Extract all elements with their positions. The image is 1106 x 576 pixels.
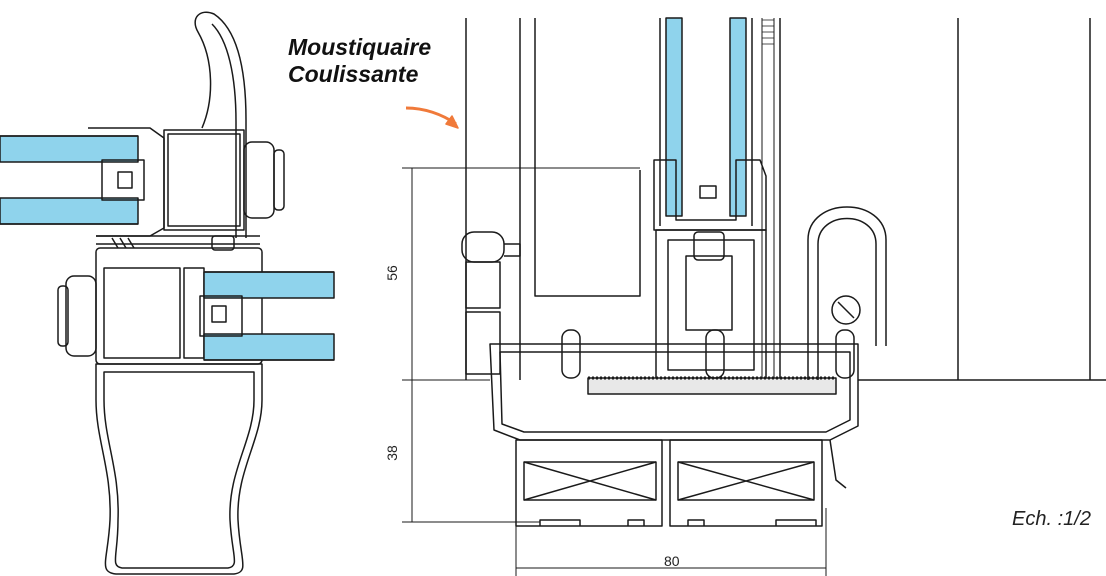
dimension-width: 80 (664, 553, 680, 569)
callout-label: Moustiquaire Coulissante (288, 34, 431, 88)
right-section-profile (461, 17, 1106, 527)
dimension-height-lower: 38 (383, 445, 400, 461)
callout-line-1: Moustiquaire (288, 34, 432, 60)
dimension-height-upper: 56 (383, 265, 400, 281)
callout-arrowhead (445, 115, 459, 129)
left-section-profile (0, 11, 335, 575)
scale-label: Ech. :1/2 (1012, 508, 1091, 530)
callout-line-2: Coulissante (288, 61, 419, 87)
dimension-lines (402, 167, 827, 576)
